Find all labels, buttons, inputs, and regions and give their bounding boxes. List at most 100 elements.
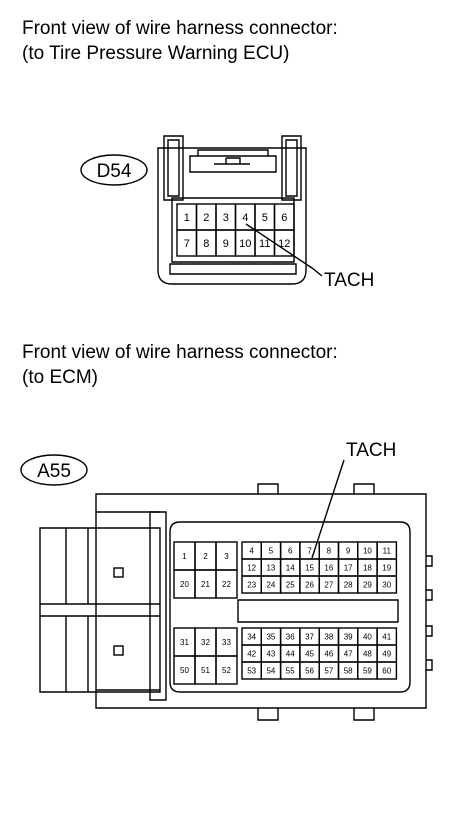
a55-right-lower-pin-34: 34	[241, 627, 262, 646]
a55-left-upper-pin-20: 20	[173, 569, 196, 599]
a55-right-lower-pin-43: 43	[260, 644, 282, 663]
a55-right-lower-pin-38: 38	[318, 627, 340, 646]
a55-right-upper-pin-9: 9	[337, 541, 359, 560]
a55-right-lower-pin-44: 44	[279, 644, 301, 663]
a55-right-lower-pin-label: 35	[266, 632, 275, 641]
a55-right-upper-pin-label: 17	[344, 563, 353, 572]
a55-right-lower-pin-41: 41	[376, 627, 398, 646]
a55-left-upper-pin-3: 3	[215, 541, 238, 571]
d54-pin-label: 10	[239, 238, 251, 250]
a55-left-upper-pin-cell	[215, 569, 238, 599]
a55-left-lower-pin-label: 51	[201, 666, 210, 675]
a55-right-upper-pin-label: 29	[363, 580, 372, 589]
a55-left-lower-pin-label: 50	[180, 666, 189, 675]
a55-right-upper-pin-18: 18	[357, 558, 378, 577]
a55-tach-label: TACH	[346, 440, 396, 461]
a55-right-upper-pin-27: 27	[318, 575, 340, 594]
d54-pin-1: 1	[176, 203, 198, 231]
a55-right-lower-pin-60: 60	[376, 661, 398, 680]
a55-right-lower-pin-35: 35	[260, 627, 282, 646]
a55-right-lower-pin-36: 36	[279, 627, 301, 646]
d54-caption-line1: Front view of wire harness connector:	[22, 18, 338, 39]
a55-right-lower-pin-49: 49	[376, 644, 398, 663]
a55-right-upper-pin-13: 13	[260, 558, 282, 577]
a55-right-upper-pin-label: 23	[247, 580, 256, 589]
a55-right-upper-pin-label: 16	[324, 563, 333, 572]
a55-right-lower-pin-58: 58	[337, 661, 359, 680]
a55-right-upper-pin-label: 4	[249, 546, 254, 555]
a55-left-lower-pin-label: 33	[222, 638, 231, 647]
d54-pin-10: 10	[234, 229, 256, 257]
a55-left-lower-pin-label: 32	[201, 638, 210, 647]
d54-pin-label: 9	[223, 238, 229, 250]
a55-right-upper-pin-14: 14	[279, 558, 301, 577]
a55-right-lower-pin-label: 60	[382, 666, 391, 675]
a55-right-lower-pin-label: 39	[344, 632, 353, 641]
a55-right-upper-pin-label: 27	[324, 580, 333, 589]
a55-right-lower-pin-40: 40	[357, 627, 378, 646]
a55-right-upper-pin-28: 28	[337, 575, 359, 594]
d54-id-badge: D54	[80, 154, 148, 186]
d54-pin-label: 5	[262, 212, 268, 224]
a55-left-lower-pin-label: 31	[180, 638, 189, 647]
a55-right-upper-pin-label: 5	[269, 546, 274, 555]
a55-left-upper-pin-22: 22	[215, 569, 238, 599]
d54-pin-3: 3	[215, 203, 237, 231]
a55-right-lower-pin-label: 54	[266, 666, 275, 675]
a55-right-upper-pin-label: 11	[383, 546, 392, 555]
d54-tach-label: TACH	[324, 270, 374, 291]
d54-pin-9: 9	[215, 229, 237, 257]
d54-pin-label: 6	[281, 212, 287, 224]
a55-left-lower-pin-label: 52	[222, 666, 231, 675]
a55-right-upper-pin-11: 11	[376, 541, 398, 560]
a55-left-upper-pin-21: 21	[194, 569, 217, 599]
a55-left-lower-pin-32: 32	[194, 627, 217, 657]
a55-right-lower-pin-cell	[376, 661, 398, 680]
a55-right-upper-pin-19: 19	[376, 558, 398, 577]
a55-right-upper-pin-label: 19	[382, 563, 391, 572]
a55-right-upper-pin-25: 25	[279, 575, 301, 594]
a55-id-badge: A55	[20, 454, 88, 486]
a55-left-lower-pin-cell	[215, 655, 238, 685]
a55-left-upper-pin-2: 2	[194, 541, 217, 571]
a55-right-lower-pin-label: 37	[305, 632, 314, 641]
a55-right-lower-pin-45: 45	[299, 644, 320, 663]
a55-left-upper-pin-label: 2	[203, 552, 208, 561]
a55-right-upper-pin-17: 17	[337, 558, 359, 577]
a55-plug	[39, 527, 161, 693]
d54-pin-7: 7	[176, 229, 198, 257]
a55-right-lower-pin-label: 41	[382, 632, 391, 641]
a55-left-lower-pin-31: 31	[173, 627, 196, 657]
a55-right-lower-pin-54: 54	[260, 661, 282, 680]
a55-left-lower-pin-51: 51	[194, 655, 217, 685]
d54-body	[157, 147, 307, 285]
d54-pin-label: 7	[184, 238, 190, 250]
a55-right-lower-pin-label: 44	[286, 649, 295, 658]
a55-right-lower-pin-53: 53	[241, 661, 262, 680]
a55-right-lower-pin-label: 40	[363, 632, 372, 641]
a55-left-upper-pin-label: 20	[180, 580, 189, 589]
a55-key-bar	[237, 599, 399, 623]
a55-caption: Front view of wire harness connector: (t…	[22, 340, 338, 390]
a55-plug-square-bottom	[113, 645, 124, 656]
a55-right-upper-pin-label: 30	[382, 580, 391, 589]
a55-right-upper-pin-6: 6	[279, 541, 301, 560]
a55-right-upper-pin-label: 15	[305, 563, 314, 572]
a55-right-lower-pin-48: 48	[357, 644, 378, 663]
a55-left-upper-pin-label: 1	[182, 552, 187, 561]
a55-left-upper-pin-label: 22	[222, 580, 231, 589]
a55-right-upper-pin-4: 4	[241, 541, 262, 560]
d54-pin-5: 5	[254, 203, 276, 231]
a55-right-upper-pin-23: 23	[241, 575, 262, 594]
a55-left-upper-pin-label: 3	[224, 552, 229, 561]
a55-right-upper-pin-8: 8	[318, 541, 340, 560]
a55-right-upper-pin-label: 14	[286, 563, 295, 572]
a55-divider-plate	[149, 511, 167, 701]
a55-right-lower-pin-label: 59	[363, 666, 372, 675]
a55-right-lower-pin-label: 38	[324, 632, 333, 641]
a55-left-lower-pin-52: 52	[215, 655, 238, 685]
d54-pin-label: 1	[184, 212, 190, 224]
a55-right-lower-pin-label: 43	[266, 649, 275, 658]
